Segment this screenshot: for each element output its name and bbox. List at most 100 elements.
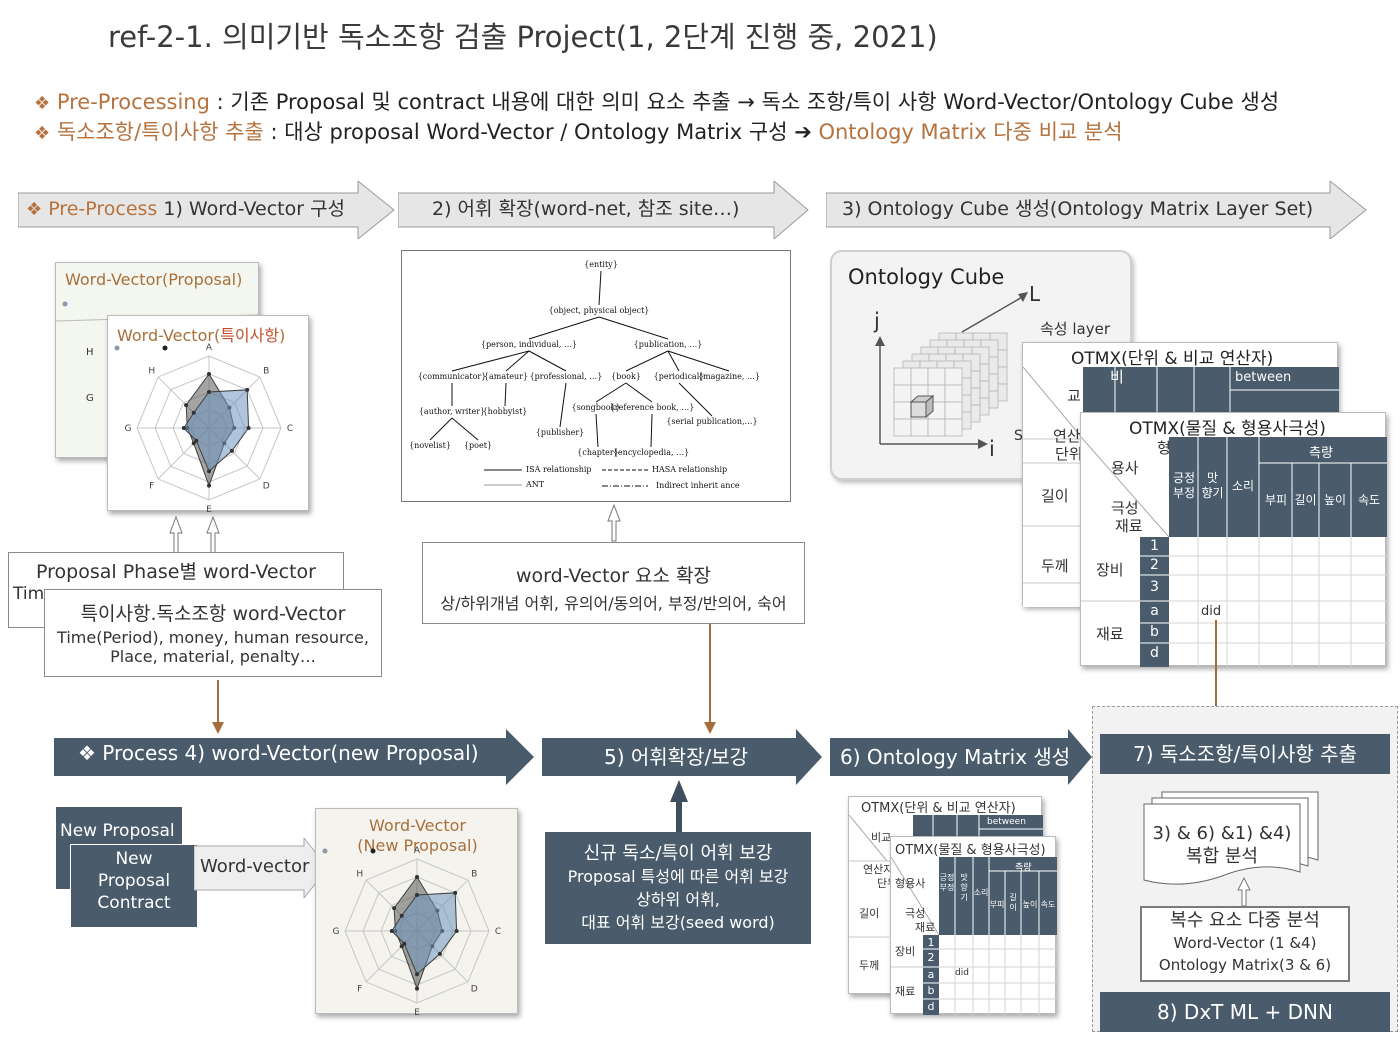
wordnet-edge — [595, 413, 599, 448]
word-vector-arrow: Word-vector — [193, 836, 330, 900]
radar-axis-label: B — [263, 367, 269, 377]
radar-point — [194, 438, 199, 443]
radar-point — [181, 426, 186, 430]
diamond-bullet-icon: ❖ — [34, 123, 51, 144]
wordnet-edge — [429, 417, 453, 441]
wordnet-legend-label: HASA relationship — [652, 465, 727, 474]
cube-cell — [910, 418, 929, 437]
up-arrow-icon — [1237, 876, 1251, 907]
radar-axis-label: H — [148, 367, 155, 377]
radar-axis-label: D — [263, 481, 270, 491]
down-arrow-icon — [212, 680, 224, 734]
wordnet-edge — [667, 350, 730, 372]
radar-point — [415, 972, 419, 977]
wordnet-edge — [625, 350, 669, 372]
cube-cell — [893, 418, 912, 437]
bullet-preprocessing: ❖ Pre-Processing : 기존 Proposal 및 contrac… — [34, 90, 1280, 114]
radar-point — [399, 944, 404, 949]
radar-point — [207, 390, 211, 394]
wordnet-edge — [667, 350, 680, 372]
step5-arrow: 5) 어휘확장/보강 — [542, 729, 822, 785]
composite-analysis-text: 3) & 6) &1) &4) 복합 분석 — [1152, 823, 1292, 867]
ml-box: 8) DxT ML + DNN — [1100, 992, 1390, 1032]
cube-cell — [944, 401, 963, 420]
up-arrow-icon — [607, 503, 621, 542]
supplement-box: 신규 독소/특이 어휘 보강 Proposal 특성에 따른 어휘 보강 상하위… — [545, 832, 811, 944]
radar-point — [415, 986, 419, 991]
expand-box: word-Vector 요소 확장 상/하위개념 어휘, 유의어/동의어, 부정… — [422, 542, 805, 624]
radar-axis-label: F — [357, 984, 362, 994]
cube-graphic — [875, 292, 1028, 449]
wordnet-node: {hobbyist} — [483, 407, 528, 416]
radar-point — [246, 426, 251, 430]
page-title: ref-2-1. 의미기반 독소조항 검출 Project(1, 2단계 진행 … — [108, 20, 938, 54]
up-arrows-icon — [169, 515, 220, 554]
wordnet-legend-label: Indirect inherit ance — [656, 481, 740, 490]
wordnet-edge — [625, 382, 653, 403]
diamond-bullet-icon: ❖ — [34, 93, 51, 114]
wordnet-node: {encyclopedia, …} — [613, 448, 689, 457]
phase-box-front: 특이사항.독소조항 word-Vector Time(Period), mone… — [44, 589, 382, 677]
wordnet-legend-label: ISA relationship — [526, 465, 592, 474]
wordnet-edge — [451, 417, 479, 441]
radar-axis-label: H — [356, 870, 363, 880]
wordnet-edge — [528, 316, 600, 340]
up-arrow-icon — [670, 780, 688, 832]
multi-analysis-box: 복수 요소 다중 분석 Word-Vector (1 &4) Ontology … — [1140, 906, 1350, 982]
radar-axis-label: A — [206, 343, 213, 353]
radar-point — [392, 906, 397, 911]
cube-cell — [893, 367, 912, 386]
radar-axis-label: G — [125, 424, 132, 434]
document-stack-icon — [1143, 791, 1319, 885]
wordnet-node: {object, physical object} — [549, 306, 650, 315]
step4-arrow: ❖ Process 4) word-Vector(new Proposal) — [54, 729, 534, 785]
radar-axis-label: A — [414, 846, 421, 856]
radar-point — [191, 441, 196, 446]
radar-point — [454, 929, 459, 933]
wordnet-edge — [678, 382, 713, 417]
wordnet-node: {professional, …} — [530, 372, 603, 381]
wordnet-node: {poet} — [464, 441, 492, 450]
new-proposal-contract-box: New Proposal Contract — [70, 844, 198, 928]
radar-point — [191, 410, 196, 415]
legend-dot — [370, 848, 376, 854]
axis-l — [961, 295, 1025, 333]
wordnet-legend-label: ANT — [525, 480, 545, 489]
radar-point — [229, 448, 234, 453]
wordnet-edge — [598, 316, 669, 340]
radar-point — [389, 929, 394, 933]
axis-arrow — [1018, 292, 1028, 302]
diamond-bullet-icon: ❖ — [78, 741, 96, 765]
wordnet-node: {magazine, …} — [698, 372, 760, 381]
step3-arrow: 3) Ontology Cube 생성(Ontology Matrix Laye… — [826, 181, 1368, 239]
cube-cell — [910, 367, 929, 386]
radar-axis-label: E — [414, 1008, 420, 1015]
wordnet-edge — [559, 382, 567, 428]
axis-arrow — [978, 439, 988, 449]
bullet-extraction: ❖ 독소조항/특이사항 추출 : 대상 proposal Word-Vector… — [34, 120, 1123, 144]
cube-cell — [944, 418, 963, 437]
cube-cell — [927, 418, 946, 437]
step1-arrow: ❖ Pre-Process 1) Word-Vector 구성 — [18, 181, 396, 239]
radar-point — [453, 890, 458, 895]
step2-arrow: 2) 어휘 확장(word-net, 참조 site…) — [398, 181, 810, 239]
radar-point — [184, 403, 189, 408]
axis-arrow — [875, 336, 885, 346]
wordnet-node: {publisher} — [536, 428, 585, 437]
radar-axis-label: E — [206, 505, 212, 512]
diamond-bullet-icon: ❖ — [26, 199, 43, 220]
wordnet-node: {author, writer} — [419, 407, 485, 416]
radar-point — [207, 372, 211, 376]
radar-point — [207, 469, 211, 474]
down-arrow-icon — [704, 624, 716, 734]
radar-axis-label: C — [495, 927, 501, 937]
radar-point — [245, 387, 250, 392]
radar-point — [399, 913, 404, 918]
small-otmx2-card: OTMX(물질 & 형용사극성) 형용사 극성 재료 긍정 부정 맛 향 기 소… — [890, 836, 1057, 1015]
wordnet-edge — [598, 270, 602, 306]
cube-cell — [944, 384, 963, 403]
cube-cell — [893, 384, 912, 403]
